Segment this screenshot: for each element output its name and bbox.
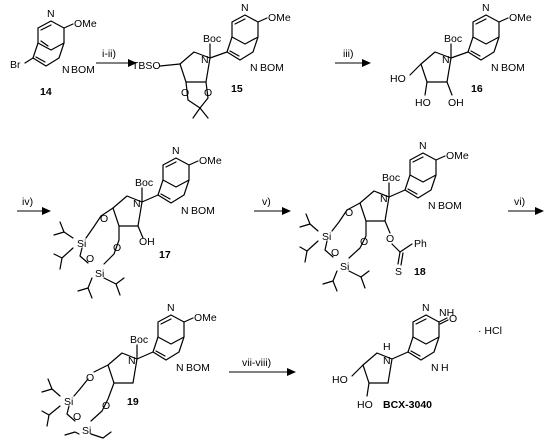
n-label: N [380,193,388,205]
reaction-arrow-4: v) [254,196,291,215]
nh-label: NH [439,307,454,319]
br-label: Br [10,59,21,71]
n-label: N [201,54,209,66]
step-label: iv) [22,196,33,208]
o-label: O [73,411,81,423]
ome-label: OMe [268,12,291,24]
o-label: O [86,372,94,384]
compound-16: N OMe N BOM Boc N HO HO OH 16 [390,2,532,109]
si-label: Si [322,231,331,243]
o-label: O [86,253,94,265]
n-label: N [383,355,391,367]
boc-label: Boc [135,177,153,189]
atom-n: N [241,2,249,14]
o-label: O [102,400,110,412]
si-label: Si [77,238,86,250]
compound-18: N OMe N BOM Boc N O Si O Si O O Ph S 18 [299,140,469,292]
ph-label: Ph [414,238,427,250]
step-label: iii) [343,48,354,60]
boc-label: Boc [382,172,400,184]
reaction-arrow-3: iv) [17,196,51,215]
o-label: O [100,213,108,225]
h-label: H [383,341,391,353]
bom-label: BOM [71,64,95,76]
n-label: N [128,355,136,367]
o-label: O [386,233,394,245]
reaction-arrow-2: iii) [335,48,371,67]
boc-label: Boc [130,334,148,346]
boc-label: Boc [444,33,462,45]
n-label: N [133,198,141,210]
atom-n: N [419,140,427,152]
compound-number-16: 16 [471,83,483,95]
step-label: i-ii) [102,48,116,60]
ho-label: HO [357,399,373,411]
atom-n: N [47,8,55,20]
reaction-arrow-1: i-ii) [96,48,137,67]
n-label: N [250,62,258,74]
bom-label: BOM [186,362,210,374]
o-label: O [360,236,368,248]
atom-n: N [422,302,430,314]
o-label: O [449,313,457,325]
tbso-label: TBSO [132,60,161,72]
si-label: Si [340,261,349,273]
bom-label: BOM [260,62,284,74]
salt-label: · HCl [478,325,502,337]
n-label: N [176,362,184,374]
reaction-arrow-6: vii-viii) [229,357,296,376]
step-label: vi) [514,196,525,208]
si-label: Si [82,425,91,437]
atom-n: N [167,302,175,314]
compound-number-18: 18 [414,266,426,278]
o-label: O [331,247,339,259]
ho-label: HO [332,374,348,386]
ome-label: OMe [199,155,222,167]
step-label: vii-viii) [242,357,271,369]
compound-number-17: 17 [159,249,171,261]
si-label: Si [64,396,73,408]
reaction-arrow-5: vi) [508,196,544,215]
compound-number-15: 15 [231,83,243,95]
compound-name-bcx-3040: BCX-3040 [383,399,432,411]
ome-label: OMe [446,150,469,162]
bom-label: BOM [191,205,215,217]
oh-label: OH [448,97,464,109]
n-label: N [428,200,436,212]
compound-number-19: 19 [127,396,139,408]
ome-label: OMe [194,312,217,324]
n-label: N [442,54,450,66]
o-label: O [113,242,121,254]
n-label: N [431,362,439,374]
h-label: H [441,362,449,374]
o-label: O [345,207,353,219]
compound-15: N OMe N BOM Boc N TBSO O O 15 [132,2,291,119]
o-label: O [204,87,212,99]
atom-n: N [172,145,180,157]
ho-label: HO [415,97,431,109]
bom-label: BOM [438,200,462,212]
boc-label: Boc [203,33,221,45]
oh-label: OH [139,236,155,248]
compound-bcx-3040: N NH O N H N H HO HO · HCl BCX-3040 [332,302,502,411]
compound-number-14: 14 [40,86,52,98]
s-label: S [395,266,402,278]
n-label: N [181,205,189,217]
ho-label: HO [390,73,406,85]
compound-14: N OMe N BOM Br 14 [10,8,97,98]
ome-label: OMe [509,12,532,24]
si-label: Si [95,268,104,280]
compound-17: N OMe N BOM Boc N O Si O Si O OH 17 [53,145,222,299]
n-label: N [62,64,70,76]
n-label: N [491,62,499,74]
step-label: v) [262,196,271,208]
o-label: O [181,87,189,99]
compound-19: N OMe N BOM Boc N O Si O Si O 19 [41,302,217,439]
bom-label: BOM [501,62,525,74]
ome-label: OMe [74,18,97,30]
atom-n: N [482,2,490,14]
